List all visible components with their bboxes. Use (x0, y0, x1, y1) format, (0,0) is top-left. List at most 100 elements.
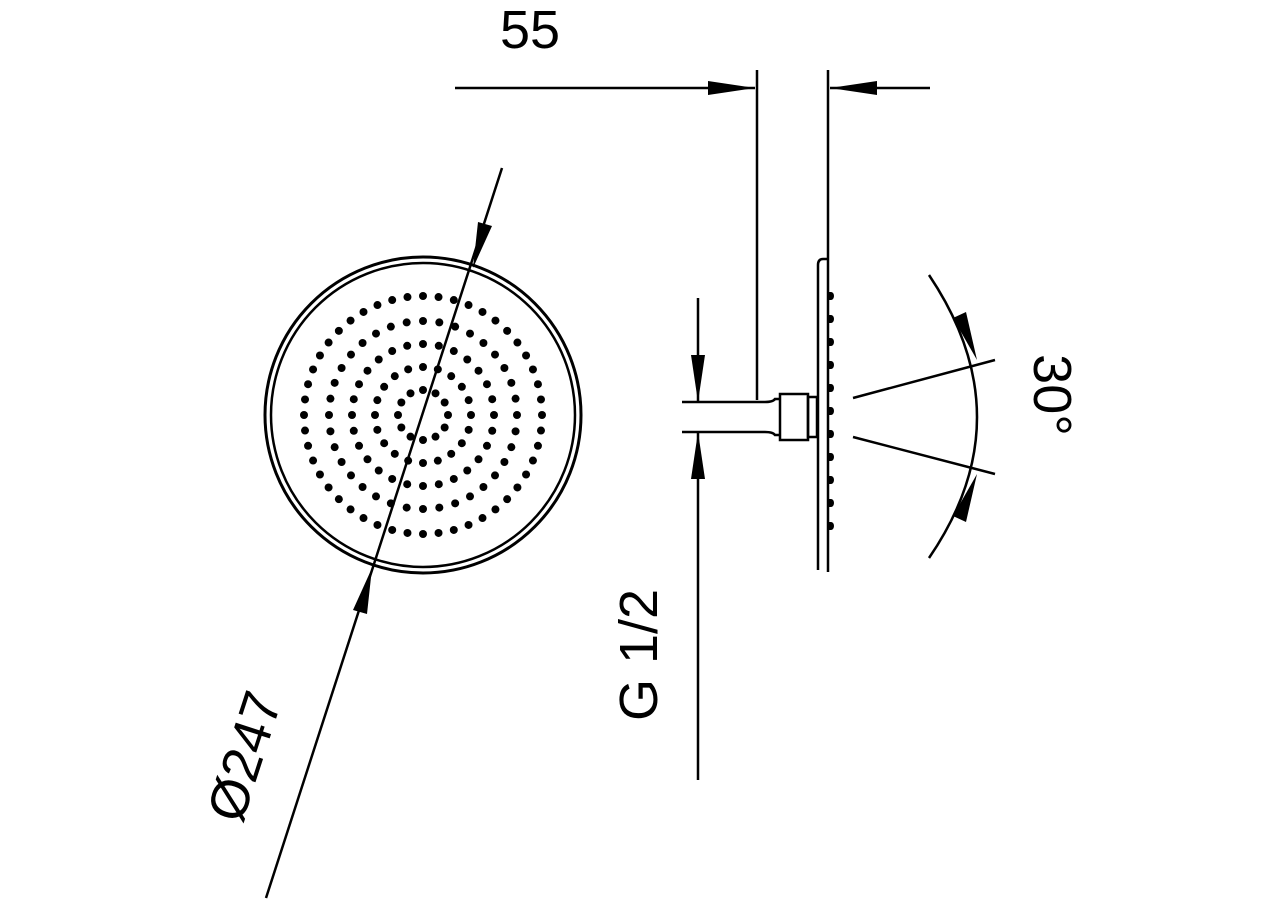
nozzle-dot (301, 426, 310, 435)
nozzle-dot (349, 395, 358, 404)
nozzle-dot (419, 292, 427, 300)
nozzle-dot (355, 441, 364, 450)
nozzle-dot (463, 466, 472, 475)
fitting-nut (778, 392, 810, 442)
nozzle-dot (419, 340, 427, 348)
nozzle-dot (358, 338, 367, 347)
nozzle-dot (402, 503, 411, 512)
nozzle-dot (359, 307, 368, 316)
nozzle-dot (304, 441, 313, 450)
nozzle-dot (403, 341, 412, 350)
nozzle-dot (528, 456, 537, 465)
nozzle-dot (324, 483, 333, 492)
nozzle-dot (373, 396, 382, 405)
depth-label: 55 (500, 0, 560, 60)
arrow-left (830, 81, 877, 95)
nozzle-dot (466, 329, 474, 338)
nozzle-dot (447, 372, 456, 381)
nozzle-dot (419, 363, 427, 371)
nozzle-dot (451, 322, 460, 331)
nozzle-dot (513, 483, 522, 492)
nozzle-dot (440, 398, 449, 407)
nozzle-dot (533, 380, 542, 389)
nozzle-dot (488, 426, 497, 435)
nozzle-dot (309, 456, 318, 465)
angle-arrow-top (953, 312, 977, 360)
nozzle-dot (488, 395, 497, 404)
nozzle-dot (419, 459, 427, 467)
nozzle-dot (404, 365, 413, 374)
nozzle-dot (433, 456, 442, 465)
angle-arrow-bottom (953, 474, 977, 522)
nozzle-dot (363, 455, 372, 464)
nozzle-dot (507, 378, 516, 387)
nozzle-dot (373, 520, 382, 529)
nozzle-dot (528, 365, 537, 374)
nozzle-bump (829, 453, 834, 461)
nozzle-dot (373, 301, 382, 310)
nozzle-dot (419, 436, 427, 444)
nozzle-dot (511, 427, 520, 436)
nozzle-dot (479, 338, 488, 347)
nozzle-dot (403, 528, 412, 537)
nozzle-dot (538, 411, 546, 419)
nozzle-dot (337, 364, 346, 372)
nozzle-dot (403, 293, 412, 302)
nozzle-dot (513, 338, 522, 347)
nozzle-dot (522, 470, 531, 479)
nozzle-dot (449, 296, 458, 305)
nozzle-dot (444, 411, 452, 419)
nozzle-dot (449, 525, 458, 534)
nozzle-dot (457, 439, 466, 448)
pipe-neck (764, 397, 780, 437)
nozzle-dot (500, 458, 509, 466)
nozzle-dot (419, 505, 427, 513)
nozzle-dot (431, 432, 440, 441)
nozzle-dot (348, 411, 356, 419)
nozzle-dot (507, 443, 516, 452)
nozzle-dot (451, 499, 460, 508)
nozzle-dot (374, 355, 383, 364)
nozzle-dot (447, 449, 456, 458)
nozzle-dot (388, 296, 397, 305)
nozzle-bump (829, 292, 834, 300)
nozzle-dot (491, 471, 500, 480)
diameter-dimension-line (264, 167, 504, 899)
nozzle-dot (394, 411, 402, 419)
nozzle-dot (374, 466, 383, 475)
nozzle-bump (829, 361, 834, 369)
nozzle-dot (491, 350, 500, 359)
thread-arrow-down (691, 355, 705, 402)
nozzle-dot (386, 322, 395, 331)
nozzle-dot (434, 528, 443, 537)
nozzle-dot (536, 395, 545, 404)
thread-arrow-up (691, 432, 705, 479)
nozzle-dot (406, 389, 415, 398)
nozzle-dot (315, 470, 324, 479)
nozzle-bump (829, 315, 834, 323)
thread-dimension: G 1/2 (609, 298, 705, 780)
nozzle-dot (522, 351, 531, 360)
nozzle-dot (500, 364, 509, 372)
nozzle-dot (449, 347, 458, 356)
diameter-label: Ø247 (196, 684, 294, 828)
nozzle-dot (359, 514, 368, 523)
angle-label: 30° (1022, 354, 1082, 436)
nozzle-dot (467, 411, 475, 419)
nozzle-dot (419, 530, 427, 538)
nozzle-dot (325, 411, 333, 419)
nozzle-dot (464, 396, 473, 405)
nozzle-dot (397, 398, 406, 407)
nozzle-bumps (829, 292, 834, 530)
arrow-right (708, 81, 755, 95)
inner-rim (269, 261, 577, 569)
nozzle-dot (474, 366, 483, 375)
nozzle-bump (829, 384, 834, 392)
nozzle-dot (309, 365, 318, 374)
fitting-collar (806, 395, 819, 439)
nozzle-dot (326, 427, 335, 436)
nozzle-dot (440, 423, 449, 432)
nozzle-dot (324, 338, 333, 347)
nozzle-dot (457, 382, 466, 391)
